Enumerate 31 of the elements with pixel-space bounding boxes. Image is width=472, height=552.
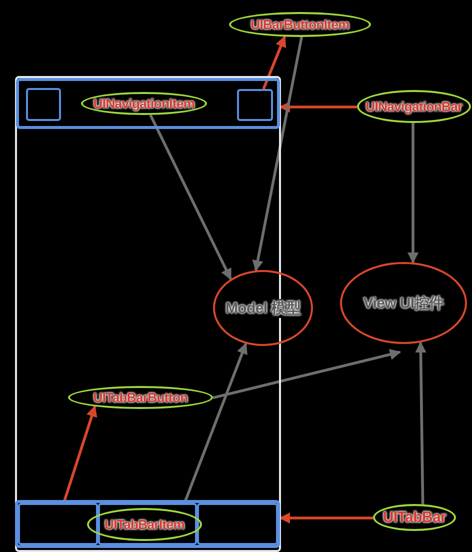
arrow: [278, 101, 358, 113]
arrow: [212, 348, 402, 400]
label-ellipse: [357, 90, 471, 123]
item-box: [197, 503, 278, 545]
label-ellipse: [68, 386, 213, 409]
class-name-label: UINavigationBar: [366, 99, 462, 114]
arrow: [252, 36, 303, 272]
item-box: [18, 503, 98, 545]
arrow: [278, 512, 374, 524]
concept-ellipse: [340, 262, 467, 344]
label-ellipse: [87, 508, 202, 541]
concept-label: Model 模型: [225, 298, 301, 318]
class-name-label: UITabBarItem: [104, 517, 184, 532]
concept-ellipse: [213, 270, 313, 346]
item-box: [26, 88, 61, 121]
class-name-label: UITabBar: [382, 509, 446, 526]
arrow: [149, 114, 232, 280]
bar-outline: [15, 500, 280, 548]
class-name-label: UINavigationItem: [93, 96, 195, 111]
class-name-label: UIBarButtonItem: [250, 17, 350, 32]
arrow: [262, 36, 286, 90]
label-ellipse: [81, 92, 207, 115]
label-ellipse: [373, 504, 456, 531]
arrow: [407, 123, 419, 264]
concept-label: View UI控件: [363, 294, 444, 312]
bar-outline: [16, 78, 280, 129]
class-name-label: UITabBarButton: [93, 390, 188, 405]
label-ellipse: [229, 12, 371, 37]
item-box: [237, 89, 273, 121]
arrow: [415, 341, 426, 504]
item-box: [98, 503, 197, 545]
